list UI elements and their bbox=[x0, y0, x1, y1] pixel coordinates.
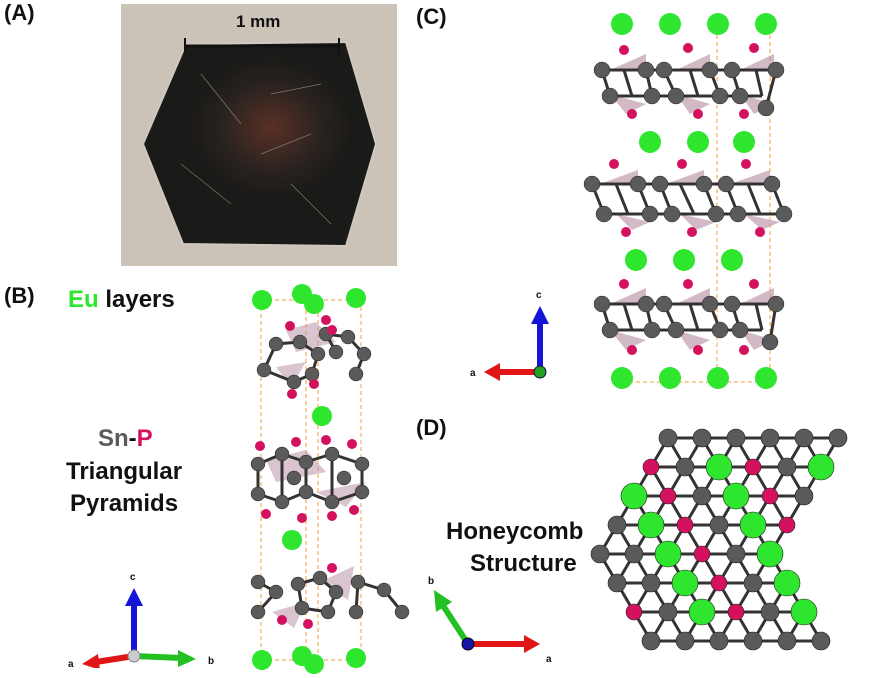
axis-c-label-c: c bbox=[536, 290, 542, 301]
panel-b-label: (B) bbox=[4, 283, 35, 308]
sn-atom bbox=[675, 457, 695, 477]
p-atom bbox=[625, 603, 643, 621]
p-atom bbox=[778, 516, 796, 534]
sn-atom bbox=[828, 428, 848, 448]
honeycomb-lattice bbox=[590, 428, 848, 651]
axis-c-label: c bbox=[130, 572, 136, 583]
sn-atom bbox=[607, 573, 627, 593]
sn-p-label: Sn-P bbox=[98, 425, 153, 453]
eu-atom bbox=[756, 540, 784, 568]
sn-atom bbox=[641, 631, 661, 651]
panel-d-label: (D) bbox=[416, 415, 447, 440]
eu-atom bbox=[739, 511, 767, 539]
sn-atom bbox=[675, 631, 695, 651]
p-atom bbox=[744, 458, 762, 476]
eu-atom bbox=[807, 453, 835, 481]
axis-a-label-d: a bbox=[546, 654, 552, 664]
eu-atoms-c bbox=[611, 13, 777, 389]
sn-atom bbox=[709, 631, 729, 651]
eu-atom bbox=[705, 453, 733, 481]
sn-atom bbox=[590, 544, 610, 564]
sn-atom bbox=[777, 631, 797, 651]
sn-atom bbox=[607, 515, 627, 535]
eu-atom bbox=[654, 540, 682, 568]
triangular-word: Triangular bbox=[66, 458, 183, 485]
sn-atom bbox=[811, 631, 831, 651]
axes-d: b a bbox=[428, 576, 552, 664]
sn-atom bbox=[709, 515, 729, 535]
eu-atom bbox=[637, 511, 665, 539]
sn-atom bbox=[624, 544, 644, 564]
structure-word: Structure bbox=[470, 550, 577, 577]
layer-c-middle bbox=[583, 159, 793, 237]
axis-b-label-d: b bbox=[428, 576, 434, 587]
sn-atom bbox=[743, 573, 763, 593]
pyramids-word: Pyramids bbox=[70, 490, 179, 517]
eu-word: Eu bbox=[68, 286, 99, 313]
sn-p-block-top bbox=[256, 315, 372, 399]
sn-atom bbox=[794, 428, 814, 448]
p-atom bbox=[676, 516, 694, 534]
hexagonal-crystal bbox=[141, 40, 378, 248]
eu-atom bbox=[790, 598, 818, 626]
sn-atom bbox=[760, 428, 780, 448]
sn-atom bbox=[692, 486, 712, 506]
sn-word: Sn bbox=[98, 425, 129, 452]
structure-c bbox=[583, 13, 793, 389]
axis-b-label: b bbox=[208, 656, 214, 667]
p-atom bbox=[693, 545, 711, 563]
eu-atom bbox=[620, 482, 648, 510]
sn-atom bbox=[777, 457, 797, 477]
p-atom bbox=[710, 574, 728, 592]
sn-p-block-middle bbox=[250, 435, 370, 523]
honeycomb-word: Honeycomb bbox=[446, 518, 584, 545]
crystal-photo bbox=[121, 4, 397, 266]
dash: - bbox=[128, 425, 137, 452]
sn-atom bbox=[692, 428, 712, 448]
axis-a-label: a bbox=[68, 659, 74, 668]
eu-atom bbox=[722, 482, 750, 510]
axis-a-label-c: a bbox=[470, 368, 476, 379]
layer-c-bottom bbox=[593, 279, 785, 355]
layers-word: layers bbox=[105, 286, 175, 313]
layer-c-top bbox=[593, 43, 785, 119]
sn-atom bbox=[794, 486, 814, 506]
eu-layers-label: Eu layers bbox=[68, 286, 175, 314]
p-atom bbox=[727, 603, 745, 621]
panel-a-label: (A) bbox=[4, 0, 35, 25]
scale-bar-text: 1 mm bbox=[236, 12, 281, 31]
sn-atom bbox=[726, 544, 746, 564]
sn-atom bbox=[726, 428, 746, 448]
sn-atom bbox=[743, 631, 763, 651]
eu-atom bbox=[671, 569, 699, 597]
panel-c-label: (C) bbox=[416, 4, 447, 29]
axes-b: c a b bbox=[68, 572, 214, 668]
eu-atoms-b bbox=[252, 284, 366, 674]
eu-atom bbox=[688, 598, 716, 626]
sn-p-block-bottom bbox=[250, 563, 410, 629]
eu-atom bbox=[773, 569, 801, 597]
axes-c: c a bbox=[470, 290, 549, 381]
sn-atom bbox=[658, 428, 678, 448]
sn-atom bbox=[658, 602, 678, 622]
p-word: P bbox=[136, 425, 153, 452]
p-atom bbox=[642, 458, 660, 476]
p-atom bbox=[659, 487, 677, 505]
sn-atom bbox=[641, 573, 661, 593]
structure-d bbox=[590, 428, 848, 651]
sn-atom bbox=[760, 602, 780, 622]
structure-b bbox=[250, 284, 410, 674]
p-atom bbox=[761, 487, 779, 505]
